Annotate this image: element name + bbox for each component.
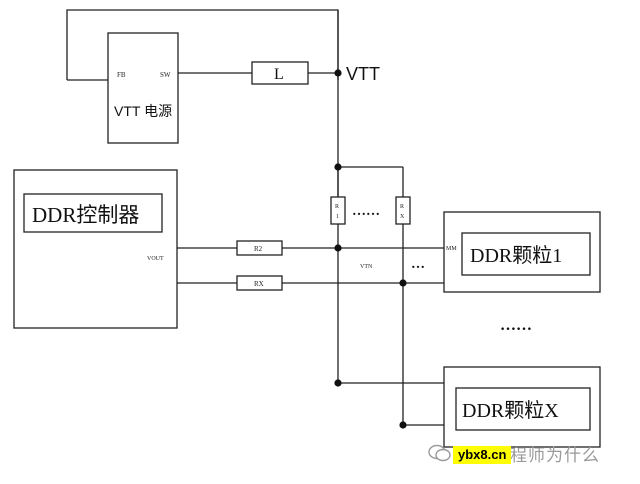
resistor-r1-vertical [330, 196, 346, 225]
ddr-controller-title-box [23, 193, 163, 233]
ddr-chip-1-title-box [461, 232, 591, 276]
rx-series-label: RX [254, 280, 264, 288]
r2-label: R2 [254, 245, 263, 253]
wechat-icon [428, 444, 452, 462]
ddr-chip-x-title: DDR颗粒X [462, 399, 559, 422]
mm-label: MM [446, 246, 457, 252]
vtt-psu-title: VTT 电源 [114, 103, 172, 119]
dots-signal-lines: … [411, 257, 425, 272]
ddr-chip-1-title: DDR颗粒1 [470, 244, 562, 267]
junction-dots [334, 69, 407, 429]
pin-sw-label: SW [160, 71, 171, 79]
ddr-controller-box [13, 169, 178, 329]
inductor-label: L [274, 66, 284, 83]
vtt-label: VTT [346, 64, 380, 84]
vtn-label: VTN [360, 264, 373, 270]
rxv-label-top: R [400, 204, 404, 210]
watermark-site: ybx8.cn [453, 446, 512, 464]
ddr-chip-1-box [443, 211, 601, 293]
r1-label-bottom: 1 [336, 214, 339, 220]
pin-fb-label: FB [117, 71, 126, 79]
vtt-psu-box [107, 32, 179, 144]
dots-between-resistors: …… [352, 204, 380, 219]
ddr-controller-title: DDR控制器 [32, 203, 139, 227]
ddr-chip-x-box [443, 366, 601, 448]
rxv-label-bottom: X [400, 214, 405, 220]
vout-label: VOUT [147, 256, 164, 262]
r1-label-top: R [335, 204, 339, 210]
ddr-chip-x-title-box [455, 387, 591, 431]
dots-between-chips: …… [500, 317, 532, 334]
